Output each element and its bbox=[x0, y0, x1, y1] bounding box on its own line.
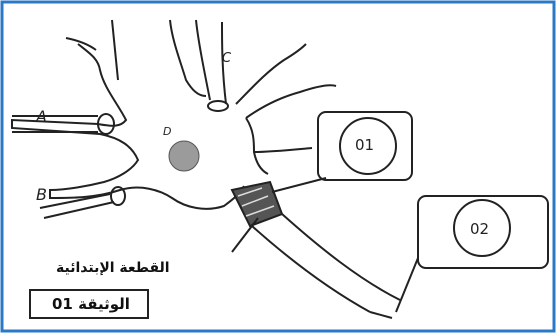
dendrite-top-right bbox=[236, 44, 336, 118]
label-c: C bbox=[222, 51, 232, 66]
label-d: D bbox=[163, 125, 171, 138]
label-b: B bbox=[36, 185, 47, 204]
document-label: الوثيقة 01 bbox=[52, 295, 130, 313]
callout-02-text: 02 bbox=[470, 220, 489, 238]
callout-01-text: 01 bbox=[355, 136, 374, 154]
dendrite-top-left bbox=[66, 20, 118, 80]
axon-end-stroke bbox=[370, 312, 392, 318]
callout-02-pointer bbox=[396, 258, 418, 312]
dendrite-top bbox=[170, 20, 206, 96]
initial-segment-label: القطعة الإبتدائية bbox=[56, 260, 170, 276]
dendrite-c-tip bbox=[208, 101, 228, 111]
nucleus bbox=[169, 141, 199, 171]
callout-01-pointer bbox=[272, 178, 326, 192]
label-a: A bbox=[35, 107, 47, 126]
initial-segment-pointer bbox=[232, 218, 258, 252]
axon bbox=[252, 214, 400, 312]
dendrite-right bbox=[246, 118, 312, 174]
